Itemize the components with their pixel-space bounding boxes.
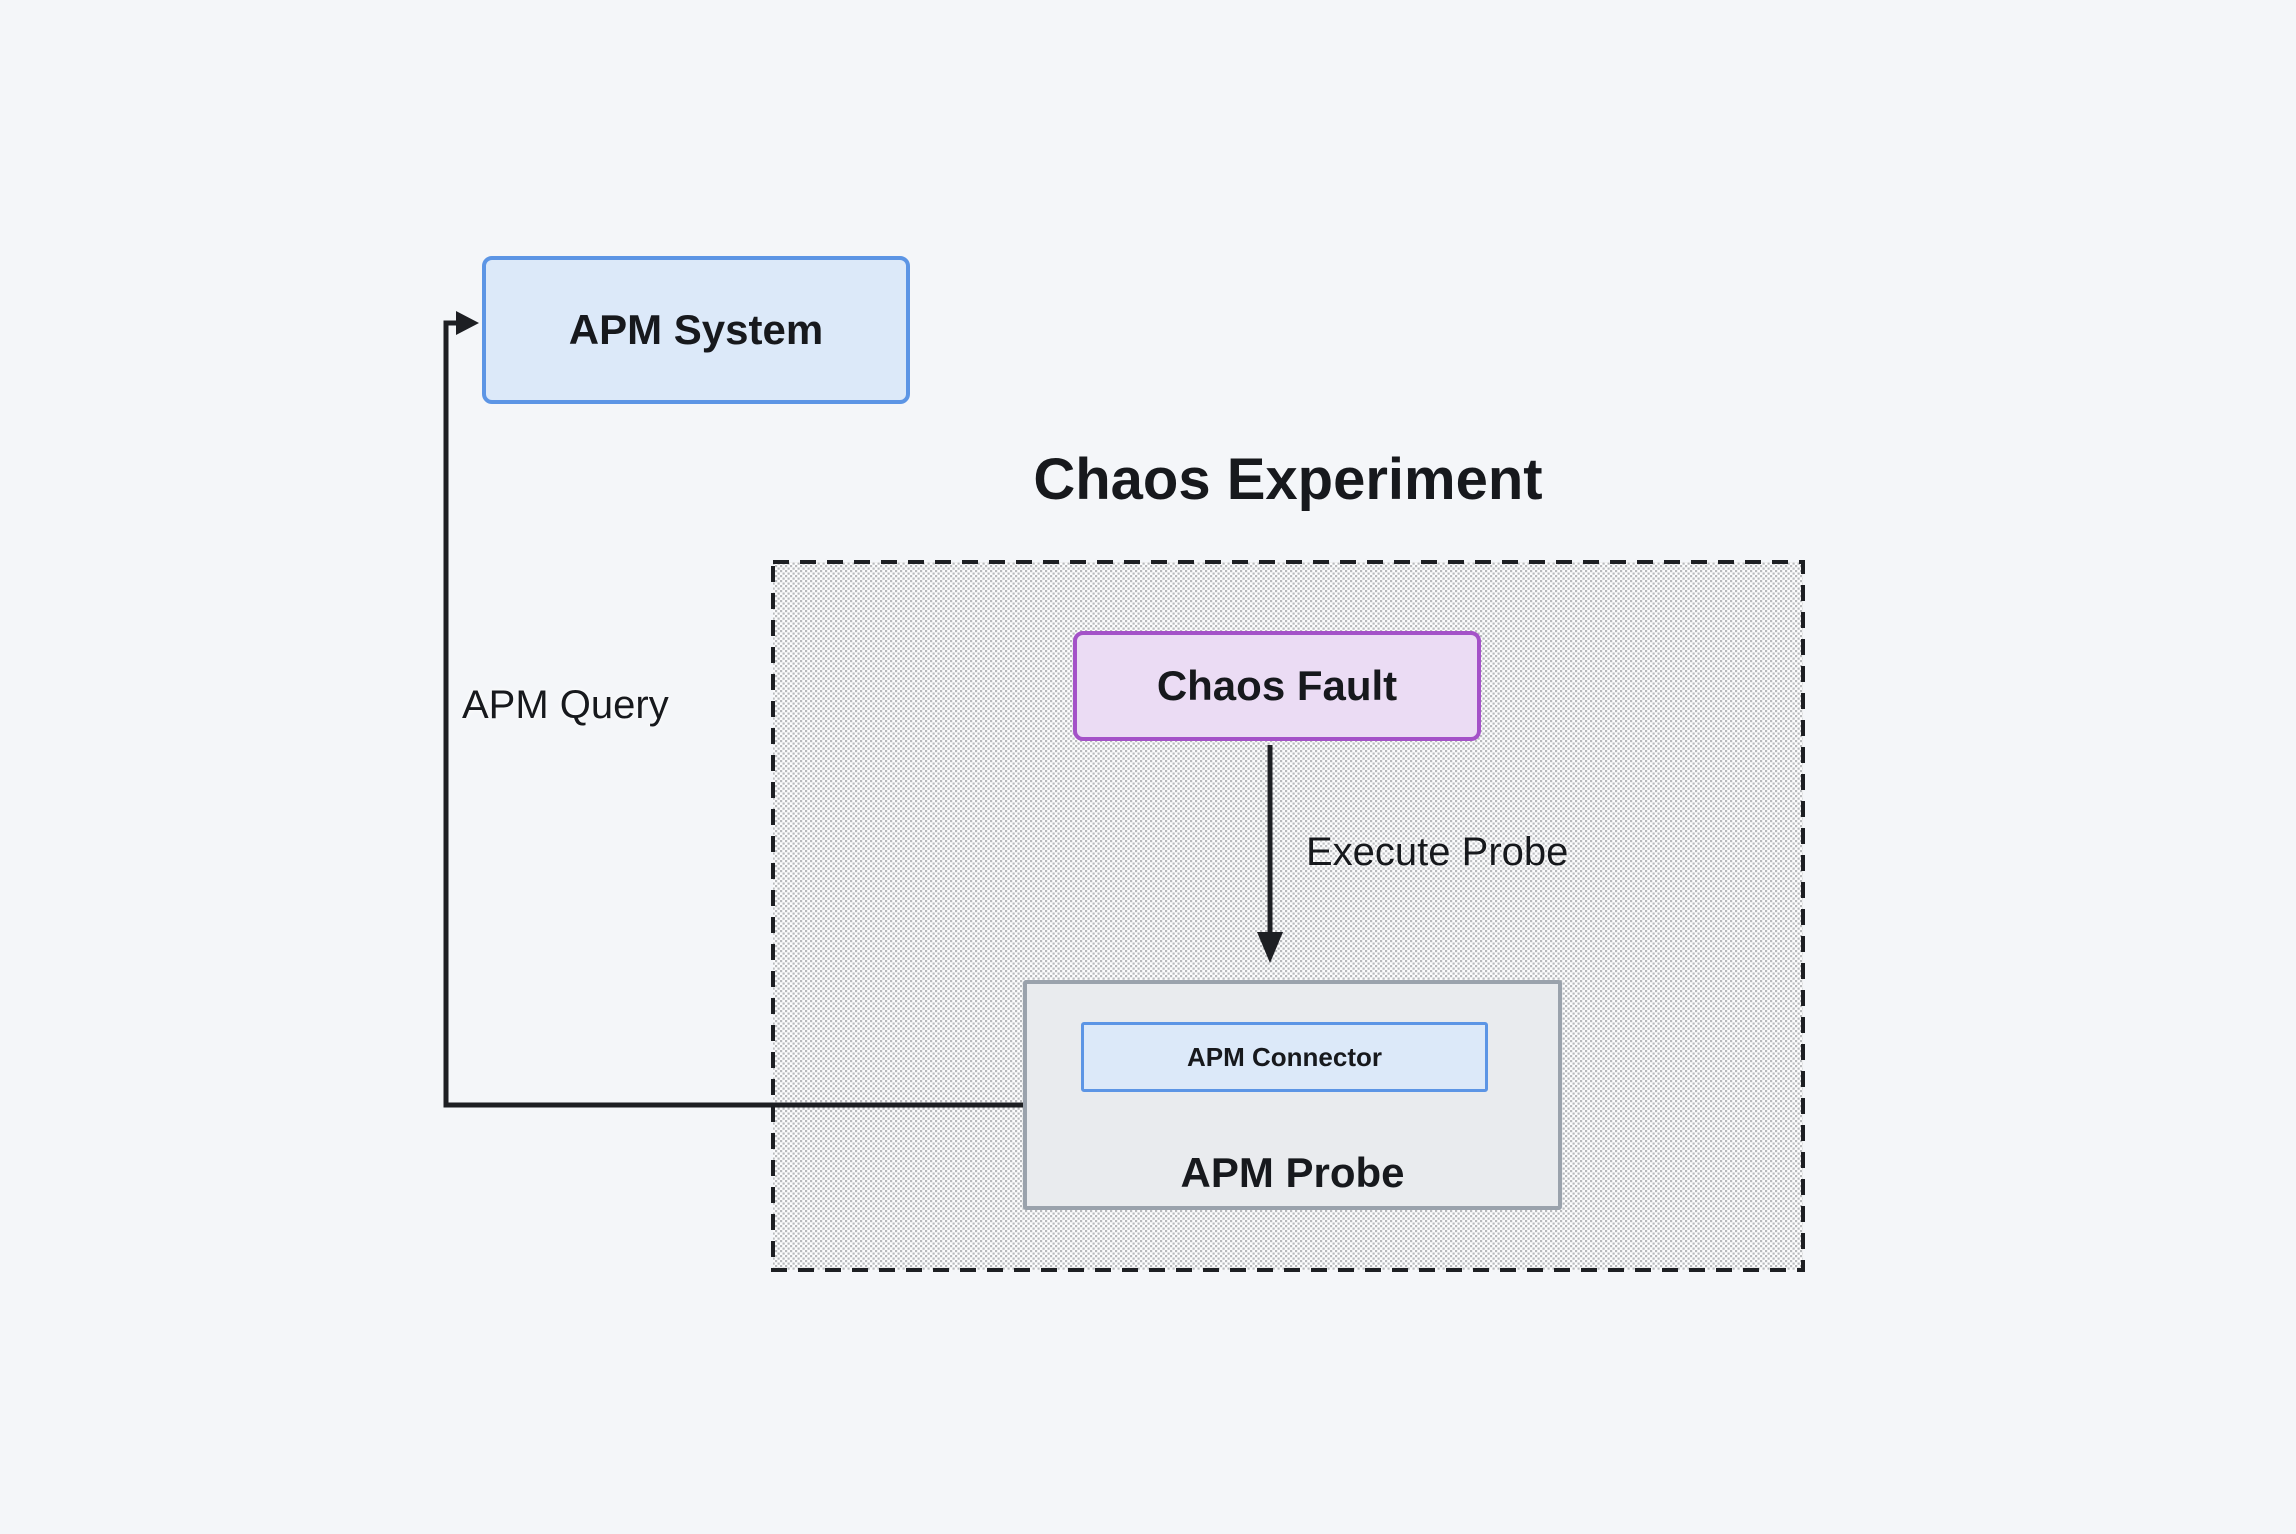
node-apm-probe	[1023, 980, 1562, 1210]
node-chaos-fault: Chaos Fault	[1073, 631, 1481, 741]
apm-query-arrow	[443, 311, 1023, 1108]
apm-system-label: APM System	[568, 306, 824, 353]
apm-connector-label: APM Connector	[1187, 1041, 1382, 1072]
execute-probe-edge-label: Execute Probe	[1306, 830, 1569, 874]
node-apm-connector: APM Connector	[1081, 1022, 1488, 1092]
apm-query-edge-label: APM Query	[462, 683, 669, 727]
node-apm-system: APM System	[482, 256, 910, 404]
diagram-title: Chaos Experiment	[1033, 447, 1543, 512]
chaos-fault-label: Chaos Fault	[1156, 662, 1398, 709]
execute-probe-arrow	[1257, 745, 1283, 963]
apm-probe-label: APM Probe	[1180, 1149, 1405, 1196]
